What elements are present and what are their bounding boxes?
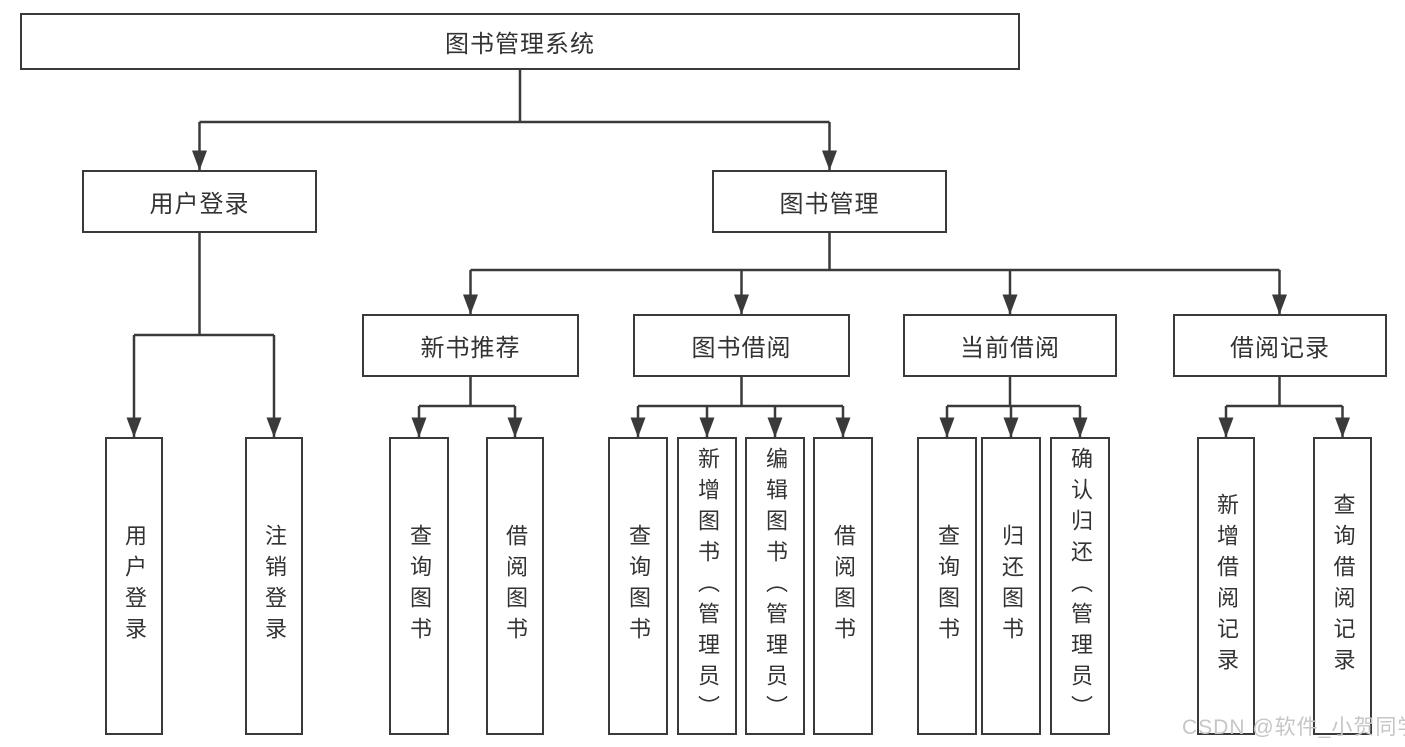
node-user-login: 用户登录 (82, 170, 317, 233)
leaf-borrow-book-1: 借阅图书 (486, 437, 544, 735)
leaf-borrow-book-2-label: 借阅图书 (831, 524, 856, 648)
node-borrowing-records: 借阅记录 (1173, 314, 1387, 377)
leaf-add-book-admin: 新增图书（管理员） (677, 437, 737, 735)
edge-arrows (126, 122, 1350, 438)
leaf-borrow-book-2: 借阅图书 (813, 437, 873, 735)
leaf-query-book-3: 查询图书 (917, 437, 977, 735)
node-book-borrowing-label: 图书借阅 (691, 335, 792, 362)
node-current-borrowing-label: 当前借阅 (960, 335, 1060, 362)
node-borrowing-records-label: 借阅记录 (1230, 335, 1330, 362)
node-new-book-recommend-label: 新书推荐 (420, 335, 521, 362)
leaf-query-borrow-record-label: 查询借阅记录 (1330, 493, 1356, 679)
leaf-edit-book-admin: 编辑图书（管理员） (745, 437, 805, 735)
node-library-system-label: 图书管理系统 (445, 31, 595, 58)
leaf-query-book-2-label: 查询图书 (626, 524, 651, 648)
node-library-system: 图书管理系统 (20, 13, 1020, 70)
leaf-query-borrow-record: 查询借阅记录 (1313, 437, 1372, 735)
leaf-edit-book-admin-label: 编辑图书（管理员） (763, 446, 788, 726)
leaf-return-book-label: 归还图书 (999, 524, 1024, 648)
leaf-logout-label: 注销登录 (262, 524, 287, 648)
leaf-logout: 注销登录 (245, 437, 303, 735)
leaf-return-book: 归还图书 (981, 437, 1041, 735)
edge-trunks (134, 70, 1343, 408)
node-user-login-label: 用户登录 (149, 191, 250, 218)
leaf-add-borrow-record-label: 新增借阅记录 (1214, 493, 1239, 679)
leaf-query-book-1-label: 查询图书 (407, 524, 432, 648)
node-book-management-label: 图书管理 (779, 191, 880, 218)
leaf-borrow-book-1-label: 借阅图书 (503, 524, 528, 648)
leaf-query-book-1: 查询图书 (389, 437, 449, 735)
leaf-add-borrow-record: 新增借阅记录 (1197, 437, 1255, 735)
csdn-watermark: CSDN @软件_小贺同学 (1182, 716, 1405, 739)
node-book-borrowing: 图书借阅 (633, 314, 850, 377)
leaf-query-book-2: 查询图书 (608, 437, 668, 735)
leaf-confirm-return-admin: 确认归还（管理员） (1050, 437, 1110, 735)
leaf-add-book-admin-label: 新增图书（管理员） (695, 446, 720, 726)
node-book-management: 图书管理 (712, 170, 947, 233)
leaf-query-book-3-label: 查询图书 (935, 524, 960, 648)
leaf-user-login: 用户登录 (105, 437, 163, 735)
leaf-confirm-return-admin-label: 确认归还（管理员） (1068, 446, 1093, 726)
node-new-book-recommend: 新书推荐 (362, 314, 579, 377)
leaf-user-login-label: 用户登录 (122, 524, 147, 648)
node-current-borrowing: 当前借阅 (903, 314, 1117, 377)
